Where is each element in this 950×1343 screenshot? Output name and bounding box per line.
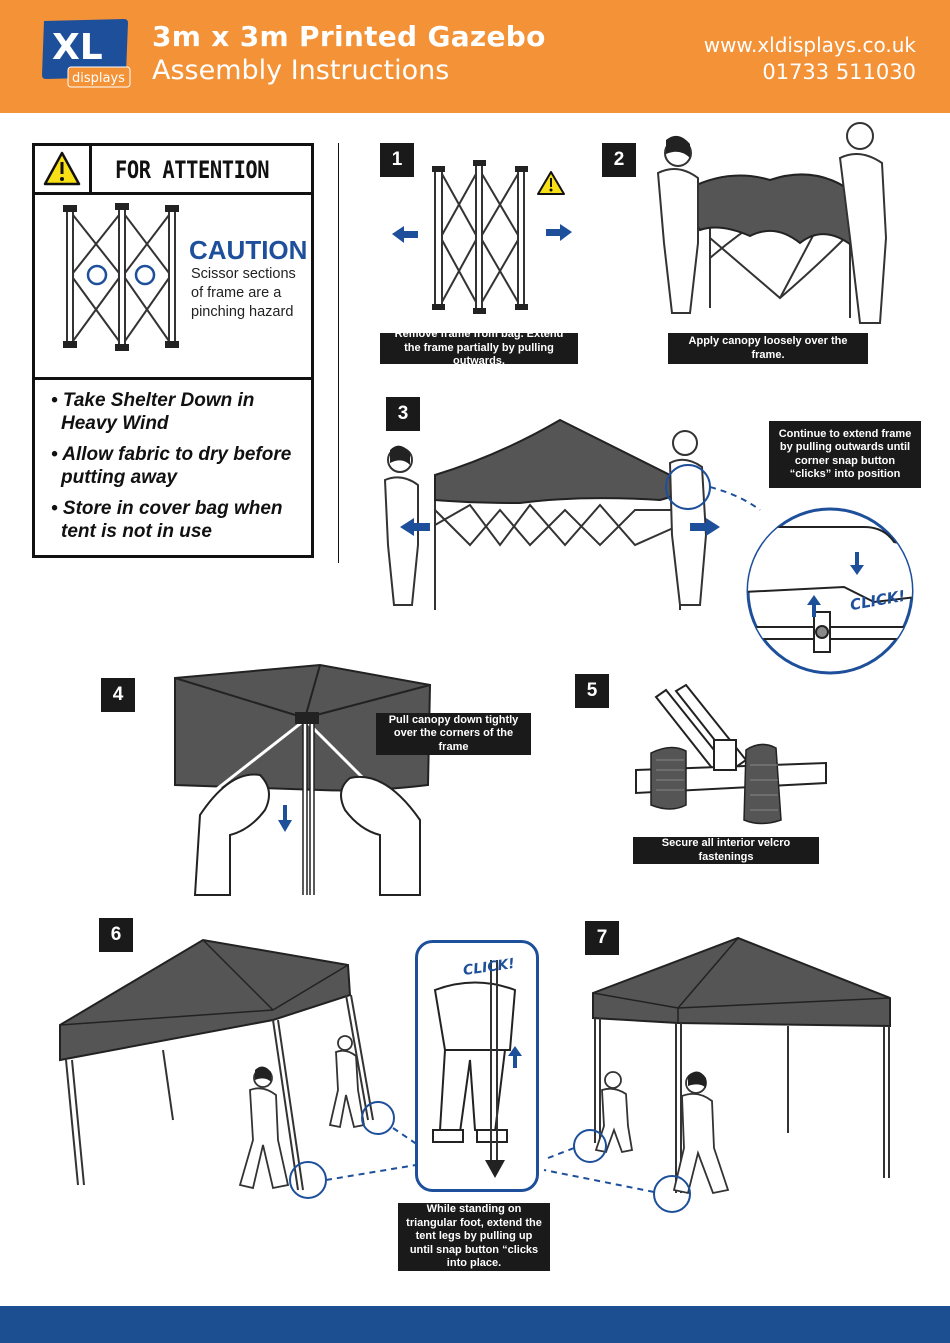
arrow-up-icon: [508, 1046, 522, 1068]
page-header: XL displays 3m x 3m Printed Gazebo Assem…: [0, 0, 950, 113]
safety-tip: • Store in cover bag when tent is not in…: [51, 498, 283, 542]
step-1-number: 1: [380, 143, 414, 177]
page-footer: [0, 1306, 950, 1343]
safety-tip: • Take Shelter Down in Heavy Wind: [51, 390, 255, 434]
caution-text: Scissor sections of frame are a pinching…: [191, 266, 296, 320]
attention-header: FOR ATTENTION: [35, 146, 311, 195]
scissor-frame-illustration: [63, 203, 179, 351]
leg-extension-detail-illustration: CLICK!: [415, 940, 539, 1192]
step-2-illustration: [656, 122, 888, 324]
arrow-left-icon: [392, 226, 418, 243]
step-3-illustration: [383, 418, 761, 610]
step-7-number: 7: [585, 921, 619, 955]
safety-tip: • Allow fabric to dry before putting awa…: [51, 444, 292, 488]
caution-section: CAUTION Scissor sections of frame are a …: [35, 195, 311, 380]
step-6-number: 6: [99, 918, 133, 952]
leg-extension-caption: While standing on triangular foot, exten…: [398, 1203, 550, 1271]
warning-icon: [35, 146, 92, 192]
step-4-number: 4: [101, 678, 135, 712]
step-7-illustration: [543, 936, 891, 1213]
document-subtitle: Assembly Instructions: [152, 55, 450, 86]
step-4-caption: Pull canopy down tightly over the corner…: [376, 713, 531, 755]
arrow-left-icon: [400, 518, 430, 536]
step-1-caption: Remove frame from bag. Extend the frame …: [380, 328, 578, 367]
step-3-number: 3: [386, 397, 420, 431]
website-link[interactable]: www.xldisplays.co.uk: [703, 33, 916, 57]
step-4-illustration: [174, 663, 432, 896]
xl-displays-logo: XL displays: [40, 19, 131, 89]
arrow-right-icon: [690, 518, 720, 536]
step-2-caption: Apply canopy loosely over the frame.: [668, 333, 868, 364]
logo-sub-text: displays: [72, 71, 125, 86]
phone-number: 01733 511030: [762, 60, 916, 84]
logo-main-text: XL: [52, 27, 103, 68]
step-3-caption: Continue to extend frame by pulling outw…: [769, 421, 921, 488]
caution-heading: CAUTION: [189, 235, 308, 265]
step-5-illustration: [635, 683, 827, 825]
document-title: 3m x 3m Printed Gazebo: [152, 20, 546, 53]
attention-title: FOR ATTENTION: [115, 156, 270, 184]
attention-box: FOR ATTENTION CAUTION Scissor sections o…: [32, 143, 314, 558]
step-5-number: 5: [575, 674, 609, 708]
arrow-right-icon: [546, 224, 572, 241]
safety-tips-list: • Take Shelter Down in Heavy Wind • Allo…: [47, 389, 309, 551]
step-5-caption: Secure all interior velcro fastenings: [633, 837, 819, 864]
snap-button-detail-illustration: CLICK!: [746, 507, 914, 675]
arrow-down-icon: [278, 805, 292, 832]
step-1-illustration: [392, 160, 572, 314]
click-label: CLICK!: [462, 956, 516, 979]
column-divider: [338, 143, 339, 563]
step-6-illustration: [59, 938, 419, 1199]
step-2-number: 2: [602, 143, 636, 177]
